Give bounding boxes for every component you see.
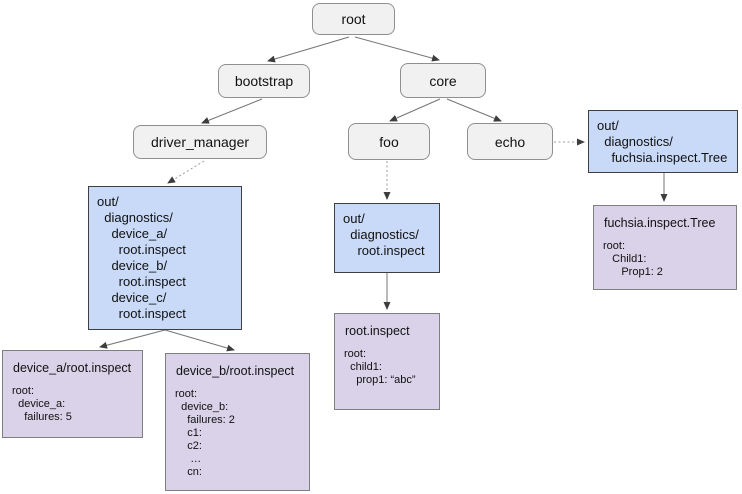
edge-outdir-device-a-inspect [99,329,166,349]
file-box-echo-out: out/ diagnostics/ fuchsia.inspect.Tree [588,110,738,173]
inspect-box-foo: root.inspect root: child1: prop1: “abc” [334,313,440,410]
node-root: root [312,3,395,35]
node-foo: foo [348,123,430,160]
inspect-box-foo-title: root.inspect [345,324,410,338]
edge-driver-manager-out-dir [167,160,205,184]
inspect-box-device-a-title: device_a/root.inspect [13,361,132,375]
inspect-box-device-b-title: device_b/root.inspect [176,364,295,378]
inspect-box-echo-tree: fuchsia.inspect.Tree root: Child1: Prop1… [593,205,737,290]
inspect-box-device-b-body: root: device_b: failures: 2 c1: c2: … cn… [175,388,235,478]
edge-outdir-device-b-inspect [164,329,235,352]
inspect-box-echo-tree-title: fuchsia.inspect.Tree [604,216,716,230]
edge-bootstrap-driver-manager [201,98,263,124]
inspect-box-device-b: device_b/root.inspect root: device_b: fa… [165,353,310,491]
inspect-box-device-a: device_a/root.inspect root: device_a: fa… [2,350,143,438]
node-bootstrap: bootstrap [218,64,310,98]
edge-core-foo [389,98,441,122]
edge-root-bootstrap [267,36,350,63]
inspect-box-foo-body: root: child1: prop1: “abc” [344,348,416,386]
edge-core-echo [446,98,502,122]
file-box-driver-manager-out: out/ diagnostics/ device_a/ root.inspect… [88,186,242,330]
node-echo: echo [467,123,553,160]
edge-root-core [354,36,440,62]
inspect-box-device-a-body: root: device_a: failures: 5 [12,385,72,423]
node-core: core [400,63,486,98]
inspect-box-echo-tree-body: root: Child1: Prop1: 2 [603,240,663,278]
file-box-foo-out: out/ diagnostics/ root.inspect [334,203,440,273]
node-driver-manager: driver_manager [133,125,267,159]
